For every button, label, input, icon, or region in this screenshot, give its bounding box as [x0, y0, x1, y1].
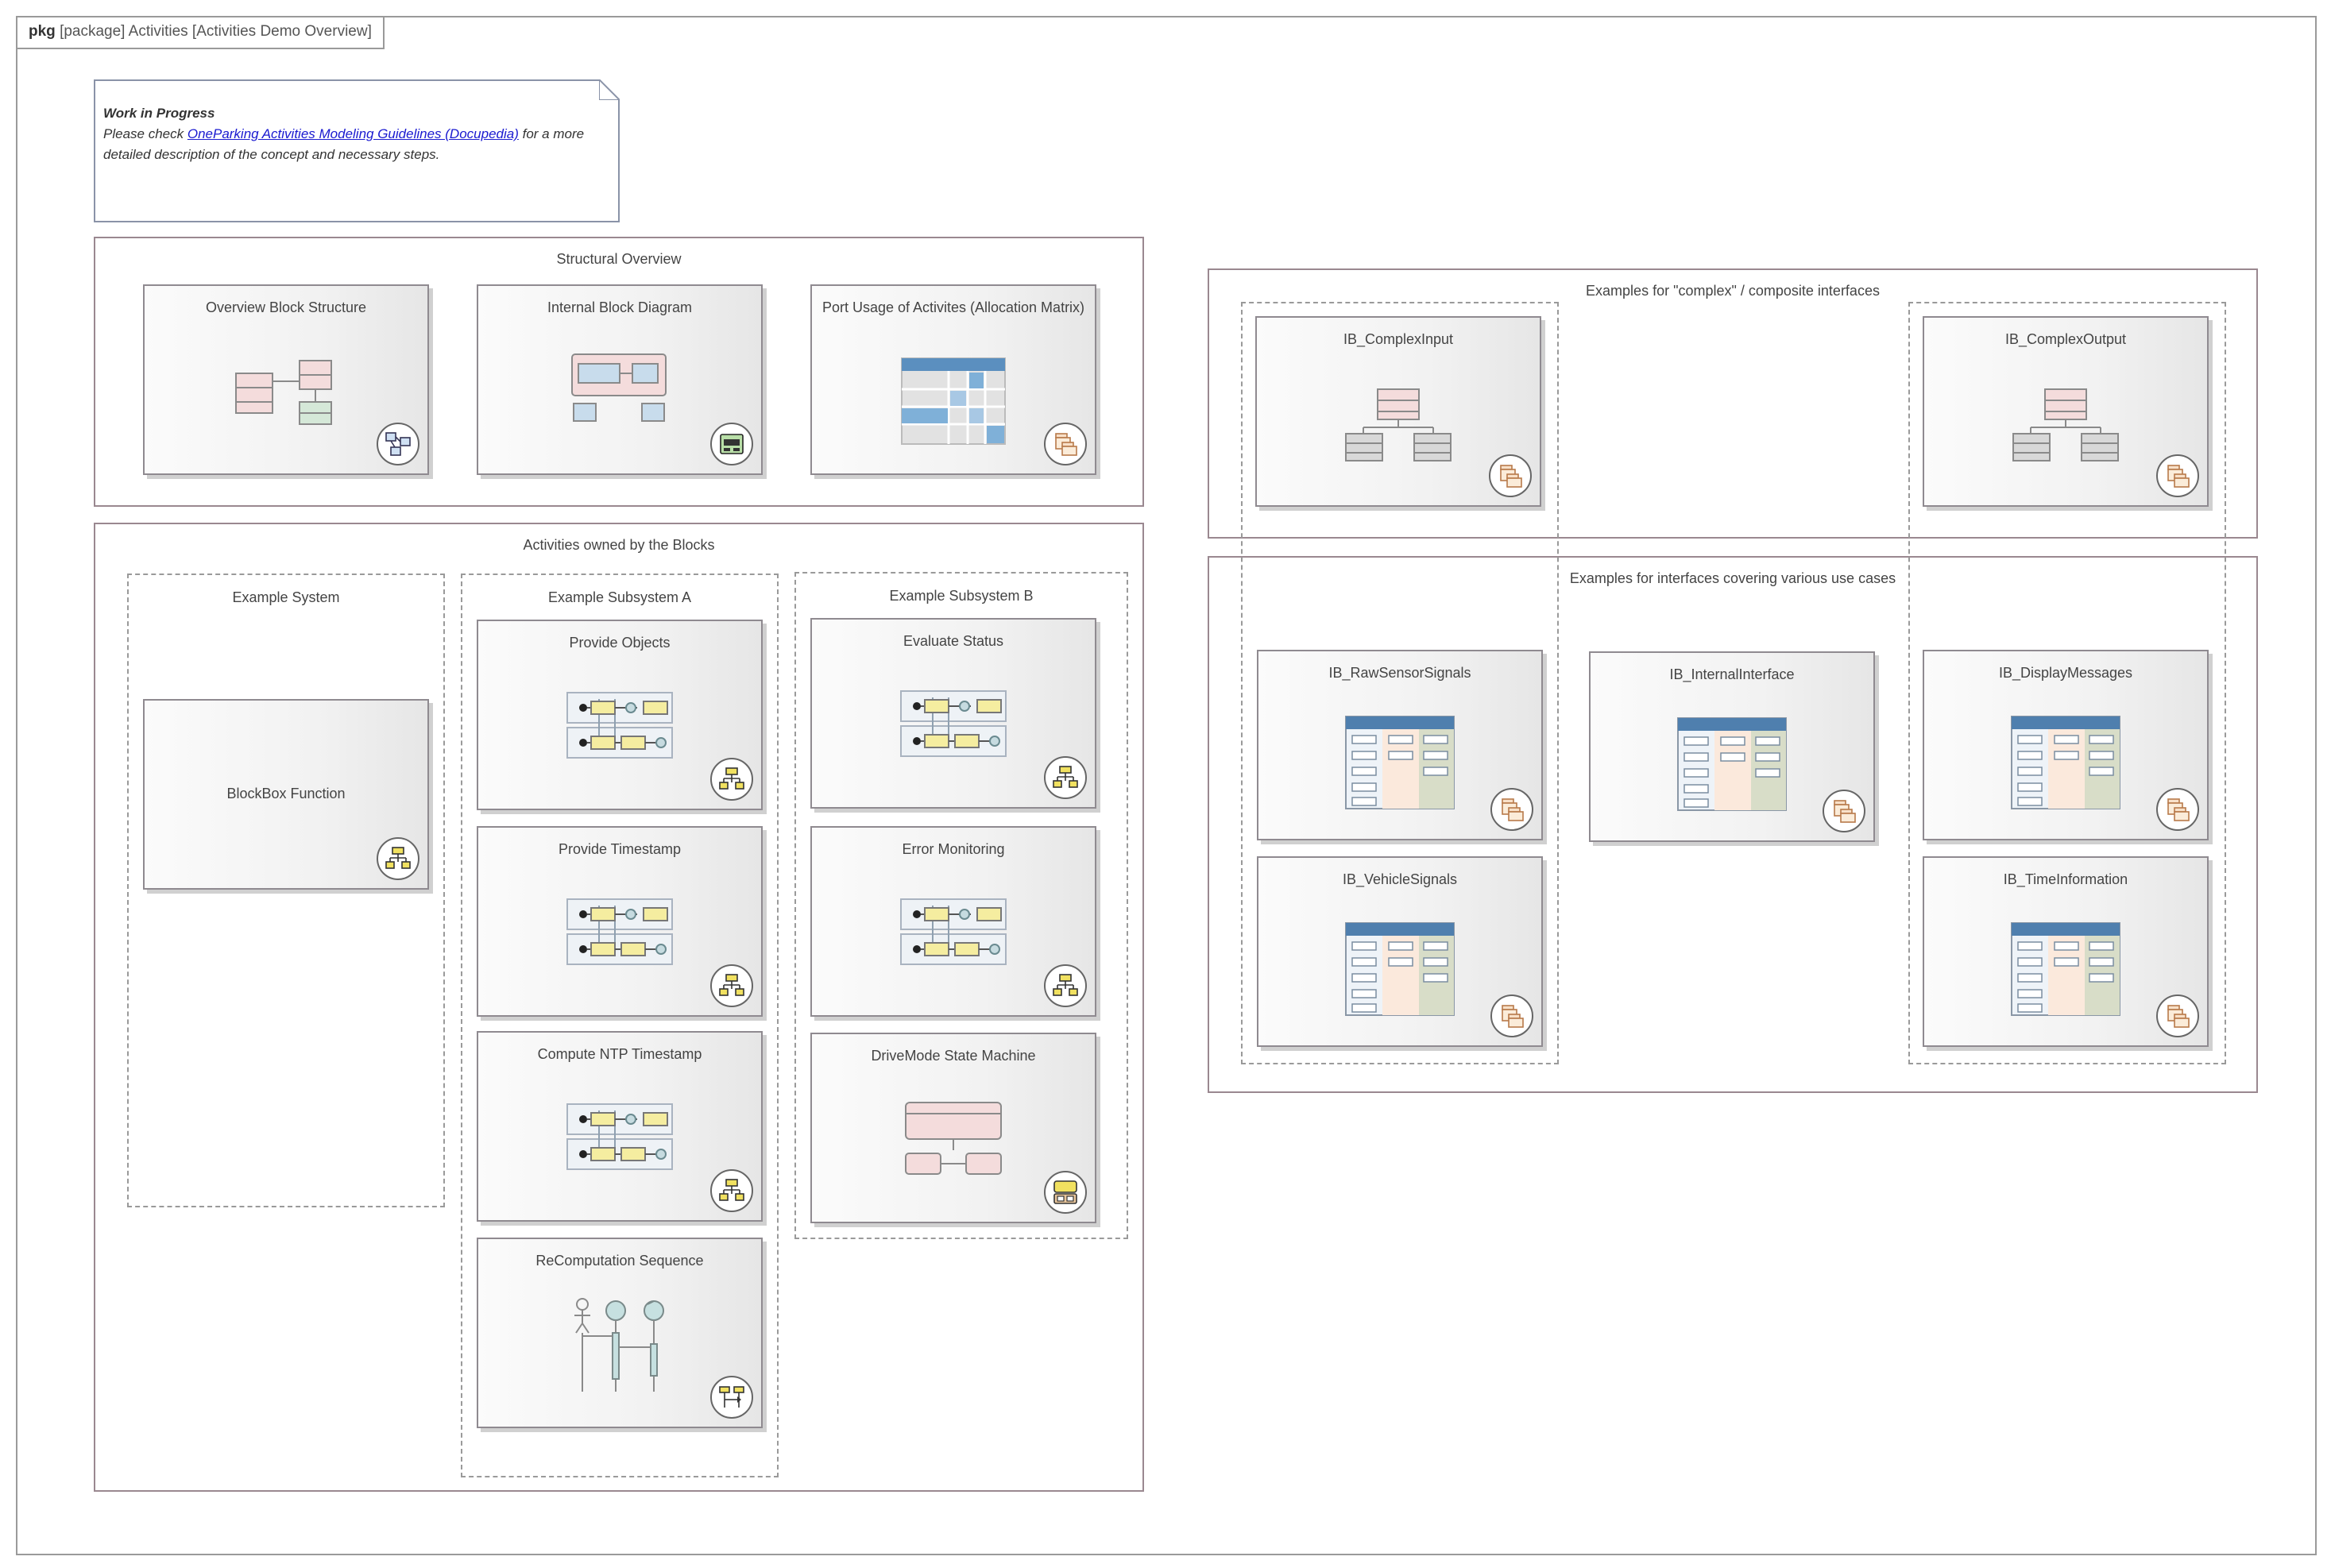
activity-badge-icon	[710, 964, 753, 1007]
sequence-diagram-icon	[574, 1298, 664, 1392]
note-fold-corner	[598, 77, 622, 101]
card-title: Evaluate Status	[903, 633, 1004, 649]
matrix-badge-icon	[1044, 423, 1087, 465]
structural-overview-title: Structural Overview	[556, 251, 682, 267]
table-icon	[1344, 715, 1455, 810]
ib-time-information-card[interactable]: IB_TimeInformation	[1923, 856, 2209, 1047]
card-title: IB_VehicleSignals	[1342, 871, 1458, 887]
table-icon	[2010, 715, 2121, 810]
package-badge-icon	[2156, 788, 2199, 831]
activity-diagram-icon	[564, 1096, 675, 1176]
recomputation-sequence-card[interactable]: ReComputation Sequence	[477, 1238, 763, 1428]
card-title: Port Usage of Activites (Allocation Matr…	[821, 299, 1085, 315]
note-line-1: Please check OneParking Activities Model…	[103, 124, 584, 145]
card-title: DriveMode State Machine	[871, 1048, 1036, 1064]
matrix-icon	[901, 357, 1006, 445]
card-title: Provide Timestamp	[558, 841, 682, 857]
ib-vehicle-signals-card[interactable]: IB_VehicleSignals	[1257, 856, 1543, 1047]
card-title: BlockBox Function	[226, 786, 346, 801]
note-line1-prefix: Please check	[103, 126, 187, 141]
ib-raw-sensor-signals-card[interactable]: IB_RawSensorSignals	[1257, 650, 1543, 840]
drivemode-state-machine-card[interactable]: DriveMode State Machine	[810, 1033, 1096, 1223]
example-subsystem-b-group[interactable]: Example Subsystem B	[794, 572, 1128, 1239]
example-subsystem-a-title: Example Subsystem A	[547, 589, 692, 605]
card-title: IB_TimeInformation	[2003, 871, 2128, 887]
activity-badge-icon	[1044, 964, 1087, 1007]
activity-diagram-icon	[898, 891, 1009, 971]
card-title: ReComputation Sequence	[535, 1253, 704, 1269]
activities-title: Activities owned by the Blocks	[523, 537, 715, 553]
card-title: Compute NTP Timestamp	[537, 1046, 702, 1062]
state-machine-icon	[905, 1102, 1002, 1175]
output-interfaces-group	[1908, 302, 2226, 1064]
evaluate-status-card[interactable]: Evaluate Status	[810, 618, 1096, 809]
activity-badge-icon	[710, 758, 753, 801]
state-machine-badge-icon	[1044, 1171, 1087, 1214]
table-icon	[1344, 921, 1455, 1017]
sequence-badge-icon	[710, 1376, 753, 1419]
activity-badge-icon	[377, 837, 419, 880]
package-badge-icon	[2156, 454, 2199, 497]
card-title: Overview Block Structure	[205, 299, 367, 315]
ibd-badge-icon	[710, 423, 753, 465]
guidelines-link[interactable]: OneParking Activities Modeling Guideline…	[187, 126, 519, 141]
card-title: IB_ComplexOutput	[2004, 331, 2127, 347]
block-diagram-badge-icon	[377, 423, 419, 465]
ib-internal-interface-card[interactable]: IB_InternalInterface	[1589, 651, 1875, 842]
card-title: Internal Block Diagram	[547, 299, 693, 315]
example-subsystem-a-group[interactable]: Example Subsystem A	[461, 574, 779, 1477]
composite-tree-icon	[2010, 386, 2121, 465]
card-title: Provide Objects	[569, 635, 671, 651]
activity-diagram-icon	[564, 891, 675, 971]
frame-label: [package] Activities [Activities Demo Ov…	[60, 23, 372, 40]
example-subsystem-b-title: Example Subsystem B	[889, 588, 1034, 604]
card-title: IB_DisplayMessages	[1998, 665, 2133, 681]
table-icon	[1676, 716, 1788, 812]
frame-header: pkg [package] Activities [Activities Dem…	[17, 17, 385, 49]
activity-badge-icon	[1044, 756, 1087, 799]
frame-kind: pkg	[29, 23, 56, 40]
card-title: IB_ComplexInput	[1343, 331, 1454, 347]
usecase-interfaces-title: Examples for interfaces covering various…	[1569, 570, 1896, 586]
port-usage-matrix-card[interactable]: Port Usage of Activites (Allocation Matr…	[810, 284, 1096, 475]
package-frame: pkg [package] Activities [Activities Dem…	[16, 16, 2317, 1555]
blockbox-function-card[interactable]: BlockBox Function	[143, 699, 429, 890]
package-badge-icon	[2156, 994, 2199, 1037]
activity-badge-icon	[710, 1169, 753, 1212]
card-title: IB_RawSensorSignals	[1328, 665, 1471, 681]
package-badge-icon	[1489, 454, 1532, 497]
note-text: Work in Progress Please check OneParking…	[103, 103, 584, 165]
example-system-title: Example System	[232, 589, 340, 605]
block-structure-icon	[235, 360, 332, 425]
compute-ntp-timestamp-card[interactable]: Compute NTP Timestamp	[477, 1031, 763, 1222]
overview-block-structure-card[interactable]: Overview Block Structure	[143, 284, 429, 475]
table-icon	[2010, 921, 2121, 1017]
note-title: Work in Progress	[103, 106, 215, 121]
work-in-progress-note[interactable]: Work in Progress Please check OneParking…	[94, 77, 622, 222]
package-badge-icon	[1490, 994, 1533, 1037]
ib-display-messages-card[interactable]: IB_DisplayMessages	[1923, 650, 2209, 840]
activity-diagram-icon	[564, 685, 675, 764]
example-system-group[interactable]: Example System	[127, 574, 445, 1207]
internal-block-icon	[571, 353, 667, 422]
ib-complex-output-card[interactable]: IB_ComplexOutput	[1923, 316, 2209, 507]
internal-block-diagram-card[interactable]: Internal Block Diagram	[477, 284, 763, 475]
package-badge-icon	[1823, 790, 1865, 832]
card-title: Error Monitoring	[902, 841, 1005, 857]
composite-tree-icon	[1343, 386, 1454, 465]
note-line-2: detailed description of the concept and …	[103, 147, 440, 162]
note-line1-suffix: for a more	[518, 126, 585, 141]
provide-timestamp-card[interactable]: Provide Timestamp	[477, 826, 763, 1017]
input-interfaces-group	[1241, 302, 1559, 1064]
activity-diagram-icon	[898, 683, 1009, 763]
provide-objects-card[interactable]: Provide Objects	[477, 620, 763, 810]
error-monitoring-card[interactable]: Error Monitoring	[810, 826, 1096, 1017]
complex-interfaces-title: Examples for "complex" / composite inter…	[1586, 283, 1880, 299]
ib-complex-input-card[interactable]: IB_ComplexInput	[1255, 316, 1541, 507]
package-badge-icon	[1490, 788, 1533, 831]
card-title: IB_InternalInterface	[1669, 666, 1795, 682]
